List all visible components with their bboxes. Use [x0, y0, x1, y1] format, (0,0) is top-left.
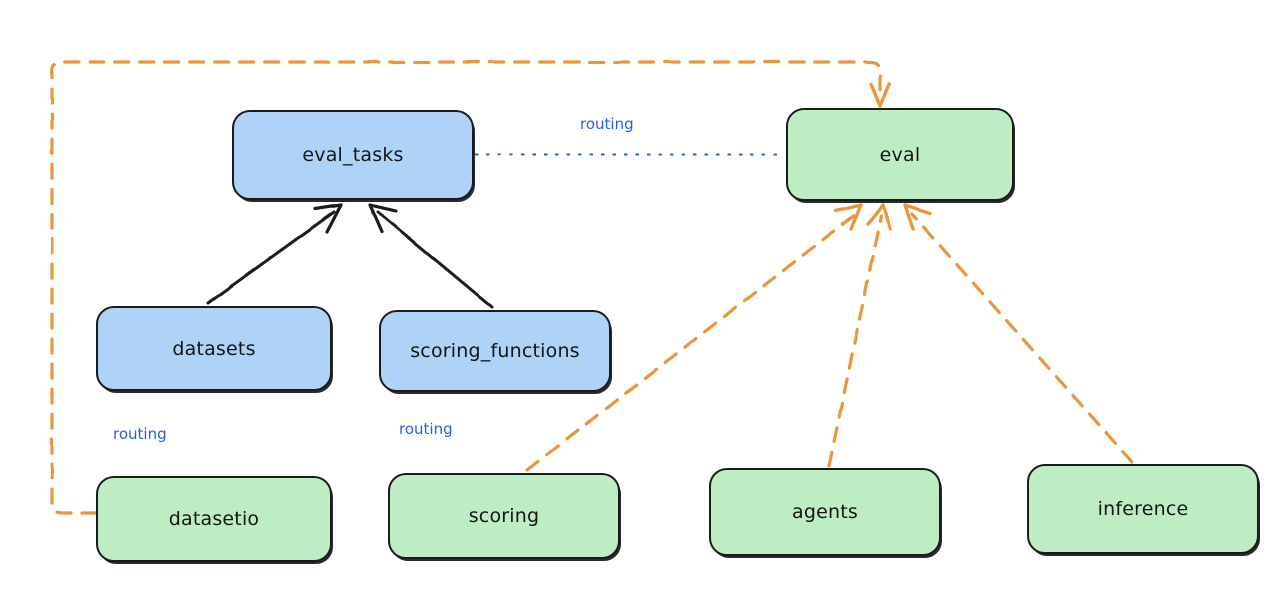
- node-eval_tasks[interactable]: eval_tasks: [232, 110, 474, 200]
- node-datasetio[interactable]: datasetio: [96, 476, 332, 562]
- edge-label-routing-scoring_functions-scoring: routing: [399, 420, 453, 438]
- edge-label-routing-datasets-datasetio: routing: [113, 425, 167, 443]
- node-label-datasets: datasets: [172, 337, 256, 360]
- node-eval[interactable]: eval: [786, 108, 1014, 201]
- edge-agents-to-eval: [827, 203, 892, 468]
- node-label-datasetio: datasetio: [168, 508, 260, 530]
- edge-label-routing-eval_tasks-eval: routing: [580, 115, 634, 133]
- node-label-eval: eval: [879, 143, 921, 166]
- node-agents[interactable]: agents: [709, 468, 941, 556]
- node-label-agents: agents: [792, 501, 858, 523]
- node-scoring_functions[interactable]: scoring_functions: [379, 310, 611, 392]
- edge-datasets-to-eval_tasks: [206, 203, 343, 305]
- edge-scoring_functions-to-eval_tasks: [368, 203, 494, 309]
- edge-inference-to-eval: [903, 203, 1134, 464]
- node-label-scoring: scoring: [468, 505, 540, 527]
- node-label-scoring_functions: scoring_functions: [410, 340, 580, 362]
- node-datasets[interactable]: datasets: [96, 306, 332, 391]
- edge-eval_tasks-to-eval: [474, 152, 786, 157]
- node-inference[interactable]: inference: [1027, 464, 1259, 554]
- node-label-inference: inference: [1097, 498, 1189, 520]
- node-scoring[interactable]: scoring: [388, 473, 620, 559]
- node-label-eval_tasks: eval_tasks: [302, 144, 404, 166]
